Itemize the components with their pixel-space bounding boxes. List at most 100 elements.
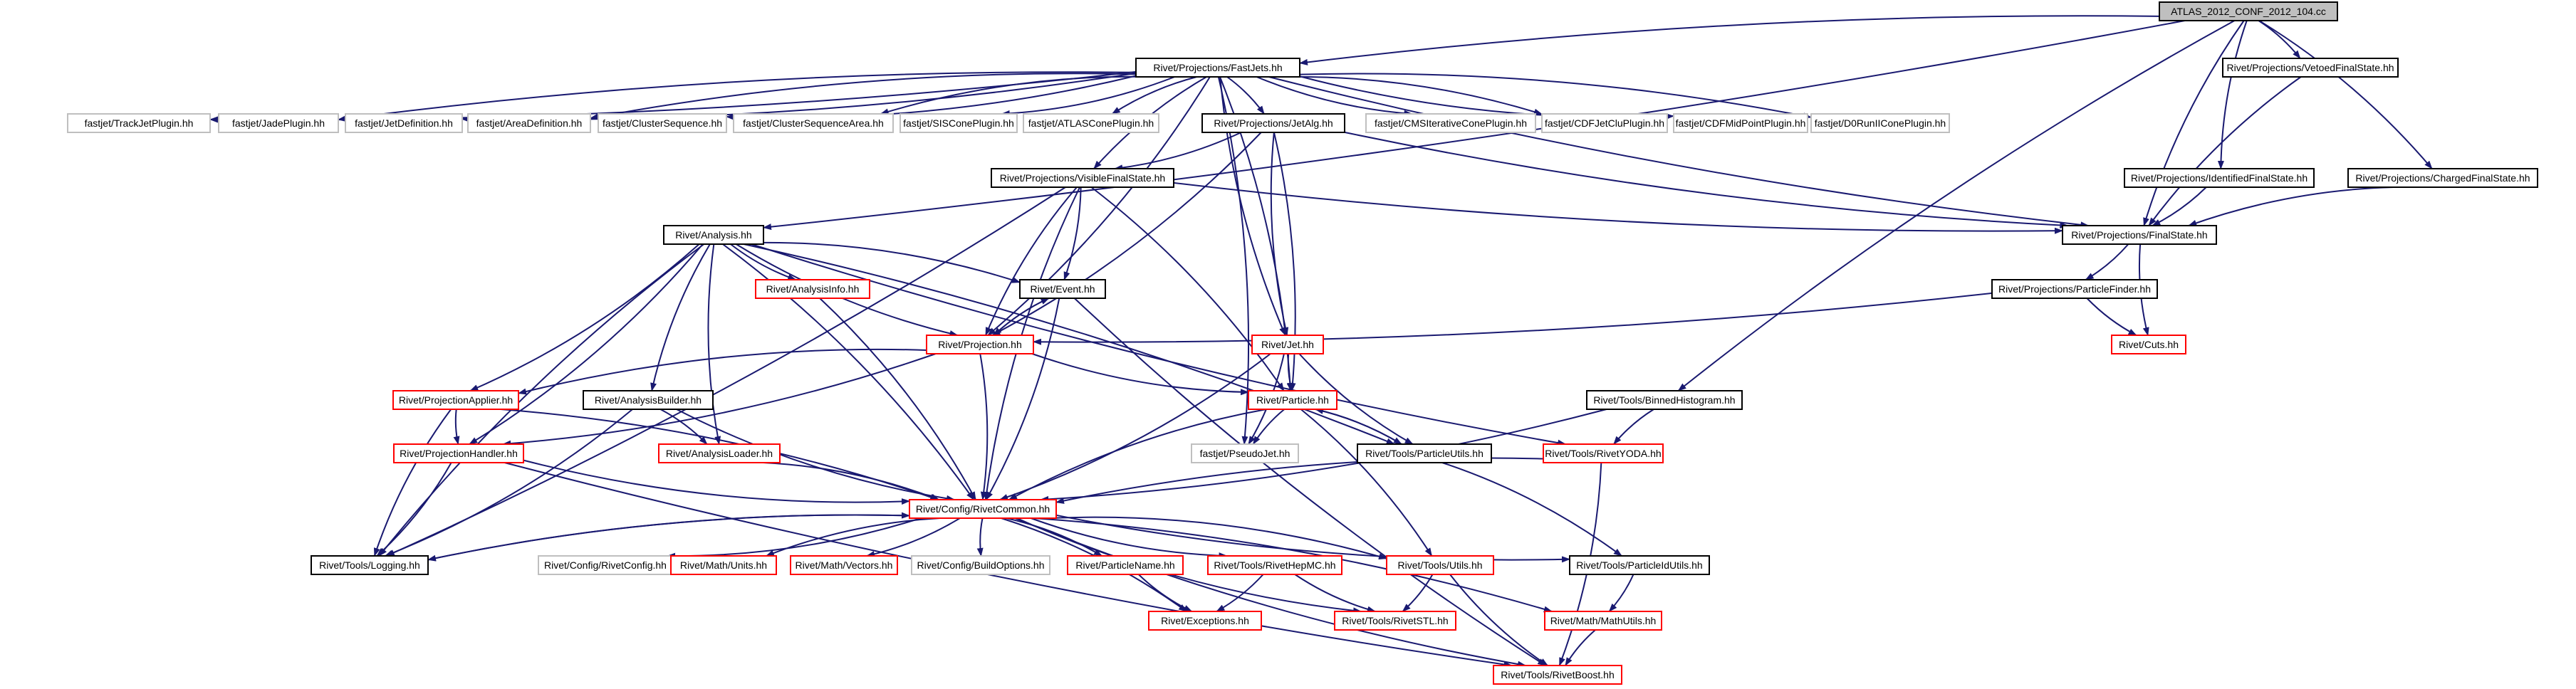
node-label: Rivet/Projections/ChargedFinalState.hh: [2355, 172, 2530, 184]
node-box: [2111, 335, 2186, 354]
edge-root-to-binnedhisto: [1677, 20, 2235, 391]
node-box: [1365, 113, 1536, 133]
node-analysisloader[interactable]: Rivet/AnalysisLoader.hh: [658, 443, 781, 463]
node-label: Rivet/Projections/JetAlg.hh: [1214, 117, 1333, 129]
node-box: [658, 443, 781, 463]
edge-root-to-vetoed: [2258, 20, 2301, 59]
node-label: fastjet/PseudoJet.hh: [1200, 448, 1290, 459]
node-label: Rivet/Config/RivetConfig.hh: [544, 559, 667, 571]
edge-fastjets-to-cdfjetclu: [1282, 75, 1543, 115]
edge-rivetcommon-to-particlename: [1006, 517, 1102, 557]
node-rivetboost[interactable]: Rivet/Tools/RivetBoost.hh: [1493, 665, 1622, 685]
node-exceptions[interactable]: Rivet/Exceptions.hh: [1148, 611, 1262, 631]
edge-arrow: [1226, 76, 1265, 115]
node-hepmc[interactable]: Rivet/Tools/RivetHepMC.hh: [1207, 555, 1342, 575]
node-binnedhisto[interactable]: Rivet/Tools/BinnedHistogram.hh: [1586, 390, 1743, 410]
edge-fastjets-to-jetalg: [1226, 76, 1265, 115]
edge-arrow: [866, 517, 961, 557]
node-logging[interactable]: Rivet/Tools/Logging.hh: [311, 555, 429, 575]
node-box: [899, 113, 1018, 133]
node-fastjets[interactable]: Rivet/Projections/FastJets.hh: [1135, 58, 1300, 78]
edge-fastjets-to-jet: [1219, 76, 1286, 336]
node-projection[interactable]: Rivet/Projection.hh: [926, 335, 1034, 354]
edge-arrow: [1033, 292, 1993, 345]
edge-arrow: [1073, 298, 1547, 666]
node-label: fastjet/AreaDefinition.hh: [476, 117, 583, 129]
edge-visiblefs-to-projection: [985, 186, 1078, 336]
edge-rivetcommon-to-pidutils: [1055, 514, 1570, 563]
edge-arrow: [1034, 517, 1553, 613]
node-identifiedfs[interactable]: Rivet/Projections/IdentifiedFinalState.h…: [2124, 168, 2315, 188]
edge-arrow: [1299, 73, 1812, 120]
node-label: Rivet/ProjectionApplier.hh: [399, 394, 513, 406]
node-mathutils[interactable]: Rivet/Math/MathUtils.hh: [1544, 611, 1662, 631]
node-pidutils[interactable]: Rivet/Tools/ParticleIdUtils.hh: [1569, 555, 1710, 575]
node-visiblefs[interactable]: Rivet/Projections/VisibleFinalState.hh: [991, 168, 1174, 188]
edge-analysis-to-projhandler: [469, 243, 704, 445]
edge-visiblefs-to-finalstate: [1173, 182, 2063, 234]
node-box: [1569, 555, 1710, 575]
edge-rivetcommon-to-vectors: [866, 517, 961, 557]
edge-arrow: [763, 241, 1021, 283]
edge-hepmc-to-rivetstl: [1294, 574, 1376, 613]
node-vetoed[interactable]: Rivet/Projections/VetoedFinalState.hh: [2222, 58, 2399, 78]
edge-rivetcommon-to-hepmc: [1031, 517, 1228, 559]
edge-arrow: [469, 243, 704, 445]
node-finalstate[interactable]: Rivet/Projections/FinalState.hh: [2062, 225, 2217, 245]
node-box: [67, 113, 211, 133]
node-rivetcommon[interactable]: Rivet/Config/RivetCommon.hh: [909, 499, 1057, 519]
edge-fastjets-to-siscone: [1001, 76, 1175, 117]
node-analysisinfo[interactable]: Rivet/AnalysisInfo.hh: [755, 279, 870, 299]
edge-particleutils-to-particle: [1315, 408, 1402, 445]
edge-arrow: [2258, 20, 2433, 169]
edge-arrow: [1055, 514, 1570, 563]
node-rivetstl[interactable]: Rivet/Tools/RivetSTL.hh: [1334, 611, 1456, 631]
edge-pidutils-to-mathutils: [1608, 574, 1634, 612]
node-jet[interactable]: Rivet/Jet.hh: [1251, 335, 1324, 354]
node-particlefinder[interactable]: Rivet/Projections/ParticleFinder.hh: [1991, 279, 2158, 299]
node-particlename[interactable]: Rivet/ParticleName.hh: [1067, 555, 1184, 575]
edge-projection-to-rivetcommon: [979, 353, 989, 500]
edge-fastjets-to-trackjet: [209, 70, 1137, 123]
edge-arrow: [1063, 186, 1082, 280]
node-box: [1543, 443, 1664, 463]
edge-projhandler-to-logging: [376, 462, 452, 557]
node-particle[interactable]: Rivet/Particle.hh: [1248, 390, 1337, 410]
edge-analysisbuilder-to-analysisloader: [659, 409, 708, 445]
edge-particleutils-to-pidutils: [1441, 462, 1622, 557]
node-analysisbuilder[interactable]: Rivet/AnalysisBuilder.hh: [583, 390, 714, 410]
edge-arrow: [1402, 574, 1434, 612]
node-label: Rivet/Tools/RivetYODA.hh: [1545, 448, 1661, 459]
node-jetalg[interactable]: Rivet/Projections/JetAlg.hh: [1201, 113, 1345, 133]
edge-arrow: [1006, 517, 1102, 557]
edge-analysis-to-event: [763, 241, 1021, 283]
edge-arrow: [1014, 517, 1526, 668]
node-utils[interactable]: Rivet/Tools/Utils.hh: [1386, 555, 1494, 575]
node-projhandler[interactable]: Rivet/ProjectionHandler.hh: [393, 443, 524, 463]
edge-arrow: [2152, 186, 2207, 226]
node-units[interactable]: Rivet/Math/Units.hh: [670, 555, 777, 575]
edge-projapplier-to-logging: [373, 409, 452, 557]
node-chargedfs[interactable]: Rivet/Projections/ChargedFinalState.hh: [2347, 168, 2538, 188]
edge-arrow: [1677, 20, 2235, 391]
node-box: [393, 443, 524, 463]
node-rivetyoda[interactable]: Rivet/Tools/RivetYODA.hh: [1543, 443, 1664, 463]
node-vectors[interactable]: Rivet/Math/Vectors.hh: [790, 555, 898, 575]
node-label: Rivet/Tools/RivetSTL.hh: [1342, 615, 1448, 626]
edge-vetoed-to-finalstate: [2148, 76, 2302, 226]
node-box: [598, 113, 727, 133]
edge-arrow: [722, 243, 975, 500]
edge-event-to-rivetcommon: [985, 298, 1060, 500]
node-label: fastjet/ATLASConePlugin.hh: [1028, 117, 1154, 129]
node-projapplier[interactable]: Rivet/ProjectionApplier.hh: [392, 390, 519, 410]
node-event[interactable]: Rivet/Event.hh: [1019, 279, 1106, 299]
node-label: Rivet/Config/BuildOptions.hh: [917, 559, 1045, 571]
node-d0run: fastjet/D0RunIIConePlugin.hh: [1810, 113, 1950, 133]
node-cuts[interactable]: Rivet/Cuts.hh: [2111, 335, 2186, 354]
node-label: Rivet/Projection.hh: [938, 339, 1022, 350]
edge-arrow: [976, 517, 984, 557]
edge-arrow: [590, 73, 1137, 120]
edge-hepmc-to-exceptions: [1216, 574, 1264, 612]
node-particleutils[interactable]: Rivet/Tools/ParticleUtils.hh: [1357, 443, 1492, 463]
node-analysis[interactable]: Rivet/Analysis.hh: [663, 225, 764, 245]
